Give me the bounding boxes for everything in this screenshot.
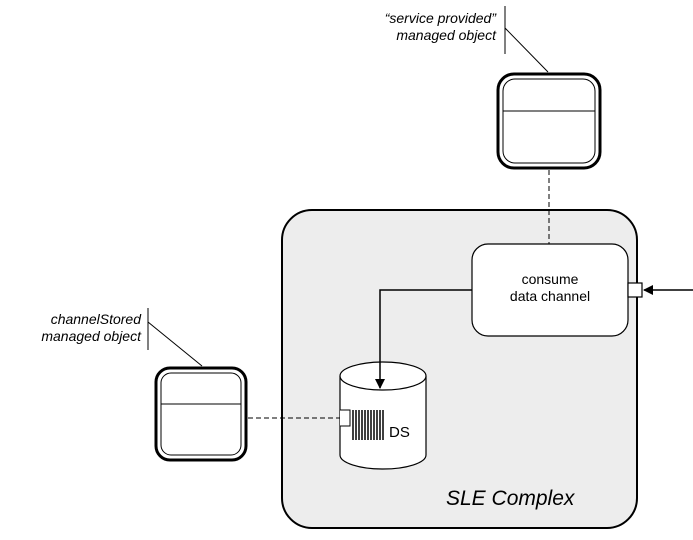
process-label-line1: consume (521, 271, 579, 287)
datastore-label: DS (389, 424, 410, 441)
channel-stored-label-line1: channelStored (50, 311, 141, 327)
process-label: consume data channel (472, 271, 628, 305)
process-label-line2: data channel (509, 288, 591, 304)
channel-stored-managed-object (154, 366, 248, 462)
sle-complex-label: SLE Complex (446, 487, 575, 510)
service-provided-label-line2: managed object (396, 27, 496, 43)
channel-stored-label-line2: managed object (41, 328, 141, 344)
label-leaders (147, 6, 549, 367)
service-provided-label-line1: “service provided” (384, 10, 496, 26)
input-port (627, 282, 643, 298)
service-provided-managed-object (496, 72, 602, 170)
channel-tape-icon (340, 409, 384, 440)
channel-stored-label: channelStored managed object (0, 311, 141, 345)
store-data-flow-arrow (375, 289, 472, 389)
service-provided-label: “service provided” managed object (346, 10, 496, 44)
